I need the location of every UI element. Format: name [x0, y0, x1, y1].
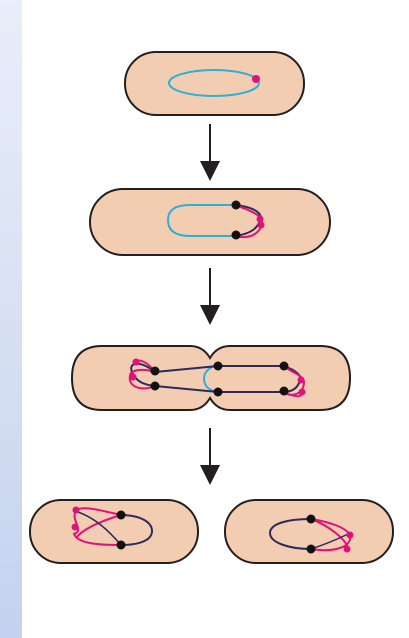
- cell-outline-constricting: [72, 346, 350, 410]
- stage-4-right-daughter-cell: [225, 500, 393, 563]
- origin-dot: [133, 359, 140, 366]
- origin-dot: [257, 216, 264, 223]
- fork-dot: [117, 541, 126, 550]
- origin-dot: [299, 389, 306, 396]
- origin-dot: [347, 532, 354, 539]
- stage-4-left-daughter-cell: [30, 500, 198, 563]
- stage-1-cell: [125, 52, 304, 115]
- origin-dot: [73, 507, 80, 514]
- fork-dot: [232, 231, 241, 240]
- origin-dot: [258, 222, 265, 229]
- fork-dot: [151, 367, 160, 376]
- fork-dot: [232, 201, 241, 210]
- cell-outline: [225, 500, 393, 563]
- fork-dot: [151, 382, 160, 391]
- stage-2-cell: [90, 189, 330, 255]
- fork-dot: [280, 387, 289, 396]
- origin-dot: [344, 546, 351, 553]
- origin-dot: [252, 75, 260, 83]
- origin-dot: [72, 524, 79, 531]
- fork-dot: [214, 362, 223, 371]
- origin-dot: [130, 374, 137, 381]
- cell-outline: [125, 52, 304, 115]
- fork-dot: [307, 515, 316, 524]
- origin-dot: [298, 377, 305, 384]
- stage-3-cell: [72, 346, 350, 410]
- fork-dot: [117, 511, 126, 520]
- fork-dot: [307, 545, 316, 554]
- cell-outline: [30, 500, 198, 563]
- cell-outline: [90, 189, 330, 255]
- fork-dot: [214, 388, 223, 397]
- fork-dot: [280, 362, 289, 371]
